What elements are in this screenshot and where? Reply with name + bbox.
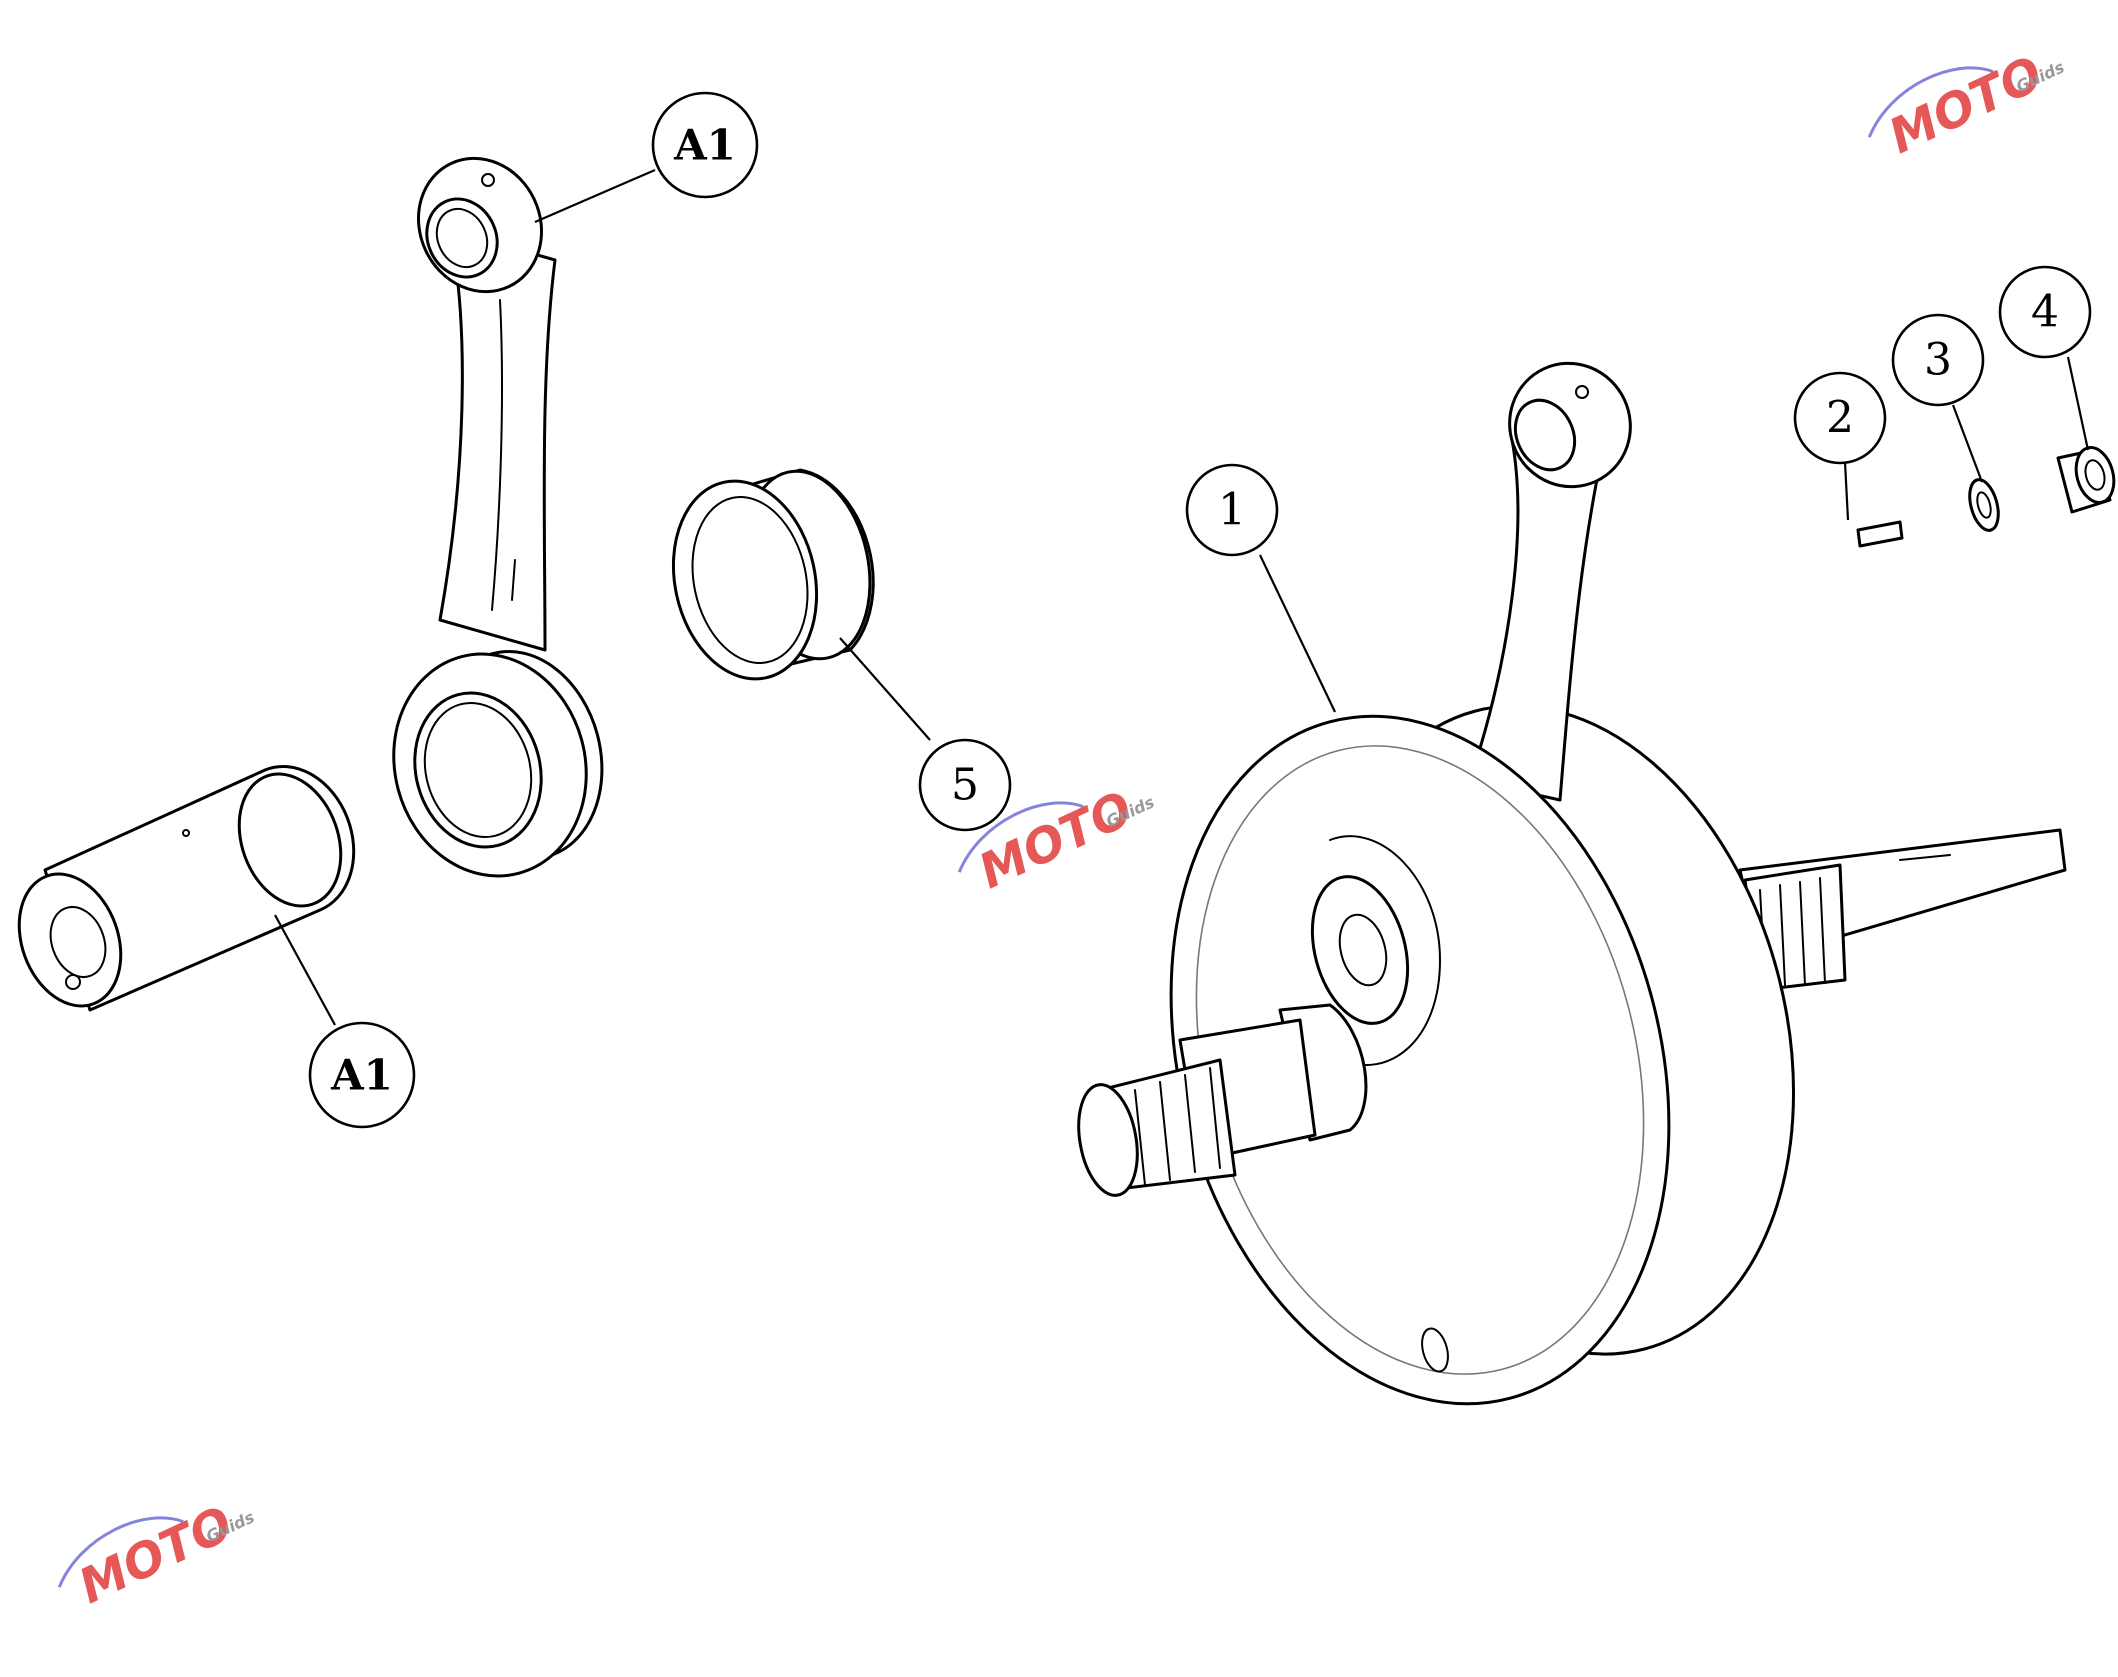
washer	[1968, 478, 2000, 532]
watermark-bottom-left-brand: MOTO	[71, 1496, 242, 1615]
connecting-rod	[392, 156, 604, 878]
callout-1: 1	[1185, 463, 1279, 557]
bearing-bushing	[671, 468, 875, 681]
watermark-top-right: MOTO Guids	[1867, 46, 2067, 165]
callout-4-label: 4	[2031, 287, 2059, 338]
callout-5: 5	[918, 738, 1012, 832]
watermark-top-right-brand: MOTO	[1881, 46, 2052, 165]
crank-pin	[17, 765, 356, 1012]
callout-3-label: 3	[1924, 335, 1952, 386]
callout-4: 4	[1998, 265, 2092, 359]
callout-2-label: 2	[1826, 393, 1854, 444]
callout-5-label: 5	[951, 760, 979, 811]
woodruff-key	[1856, 520, 1904, 548]
watermark-bottom-left: MOTO Guids	[57, 1496, 257, 1615]
crankshaft-assembly	[1077, 361, 2067, 1406]
callout-a1-rod-label: A1	[673, 121, 736, 170]
callout-1-label: 1	[1218, 485, 1246, 536]
callout-a1-pin: A1	[308, 1021, 416, 1129]
callout-a1-pin-label: A1	[330, 1051, 393, 1100]
callout-a1-rod: A1	[651, 91, 759, 199]
callout-3: 3	[1891, 313, 1985, 407]
nut	[2056, 446, 2116, 514]
callout-2: 2	[1793, 371, 1887, 465]
leader-lines	[274, 168, 2090, 1026]
